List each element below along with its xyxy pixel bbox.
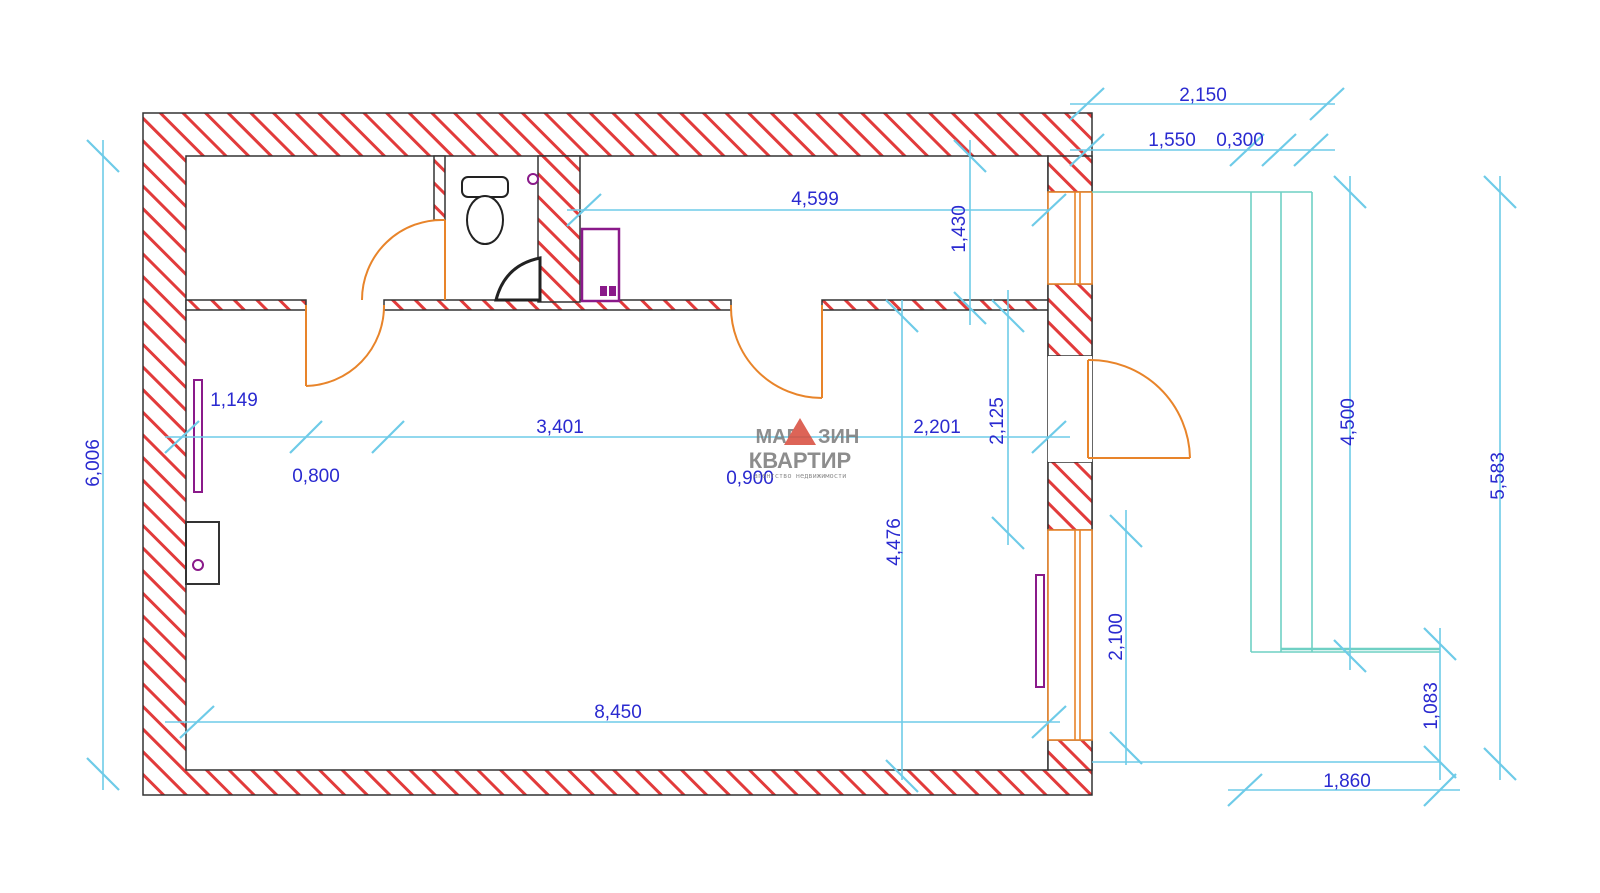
window-lower — [1047, 529, 1093, 741]
logo-line1-right: ЗИН — [818, 426, 859, 448]
window-upper — [1047, 191, 1093, 285]
doors — [305, 218, 1191, 459]
dim-window-height: 2,100 — [1106, 613, 1127, 661]
dimension-ticks — [86, 87, 1517, 807]
pier-upper-mid — [1047, 283, 1093, 357]
radiator-right-icon — [1035, 574, 1045, 688]
partition-wall-horizontal-left — [185, 299, 307, 311]
dim-right-overall: 5,583 — [1488, 452, 1509, 500]
partition-wall-horizontal-right — [821, 299, 1049, 311]
door-bathroom — [361, 218, 446, 301]
door-balcony — [1087, 358, 1191, 459]
dim-balcony-height: 4,500 — [1338, 398, 1359, 446]
dimension-lines — [102, 103, 1501, 791]
dim-corridor-length: 4,599 — [791, 189, 839, 210]
logo-subtitle: агентство недвижимости — [754, 472, 847, 480]
dim-main-right: 2,201 — [913, 417, 961, 438]
bathroom-wall-left — [433, 155, 446, 221]
balcony-door-opening — [1048, 356, 1092, 462]
dim-top-a: 1,550 — [1148, 130, 1196, 151]
dimension-labels: 2,150 1,550 0,300 4,599 1,430 1,149 3,40… — [83, 85, 1509, 792]
agency-logo: МАГ ЗИН КВАРТИР агентство недвижимости — [749, 418, 859, 480]
boiler-icon — [580, 227, 621, 303]
sink-icon — [185, 521, 220, 585]
shower-tray-icon — [494, 256, 542, 302]
openings — [1047, 191, 1093, 741]
walls — [142, 112, 1093, 796]
pier-bottom — [1047, 739, 1093, 771]
door-main-room — [729, 304, 823, 399]
balcony-outline — [1092, 191, 1440, 653]
fixtures — [185, 173, 1045, 688]
radiator-left-icon — [193, 379, 203, 493]
dim-bottom-overall: 8,450 — [594, 702, 642, 723]
dim-room-height: 4,476 — [884, 518, 905, 566]
logo-line2: КВАРТИР — [749, 448, 851, 473]
dim-top-b: 0,300 — [1216, 130, 1264, 151]
dim-corridor-depth: 1,430 — [949, 205, 970, 253]
dim-height-mid: 2,125 — [987, 397, 1008, 445]
bathroom-drain-icon — [527, 173, 539, 185]
dim-door-left: 0,800 — [292, 466, 340, 487]
pier-top — [1047, 155, 1093, 193]
toilet-icon — [461, 176, 509, 245]
bathroom-wall-right — [537, 155, 581, 303]
dim-balcony-width: 1,860 — [1323, 771, 1371, 792]
dim-main-left: 3,401 — [536, 417, 584, 438]
dim-left-overall: 6,006 — [83, 439, 104, 487]
logo-triangle-icon — [784, 418, 816, 445]
pier-lower-mid — [1047, 461, 1093, 531]
door-left-room — [305, 304, 386, 387]
dim-door-middle: 0,900 — [726, 468, 774, 489]
dim-radiator-width: 1,149 — [210, 390, 258, 411]
dim-top-overall: 2,150 — [1179, 85, 1227, 106]
dim-balcony-bottom: 1,083 — [1421, 682, 1442, 730]
